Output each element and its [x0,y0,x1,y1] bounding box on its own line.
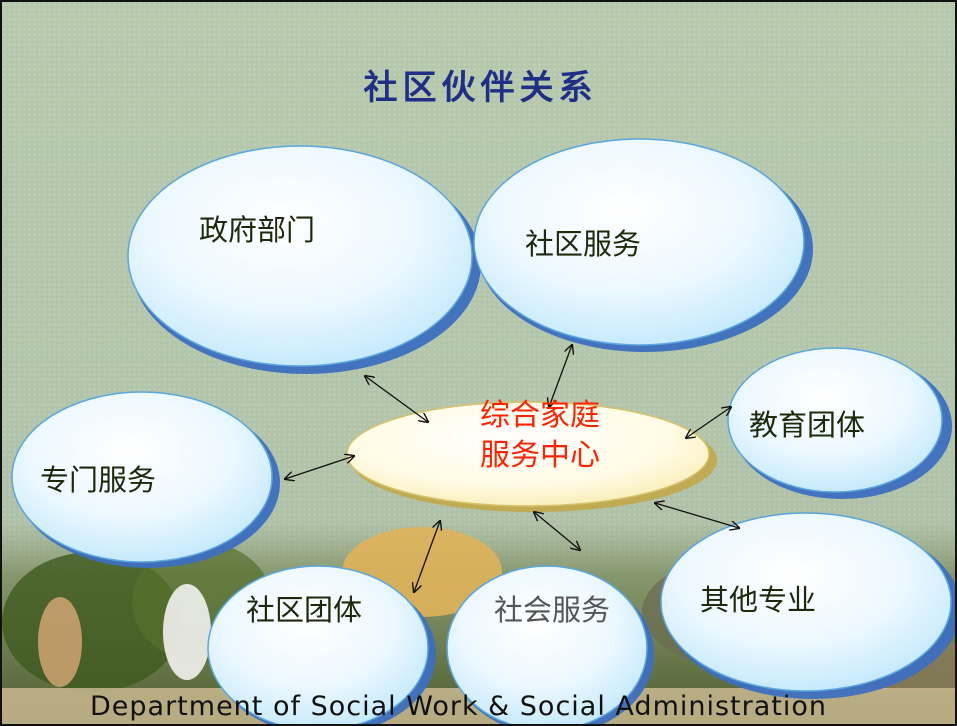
arrow-community-groups [414,521,440,592]
node-community-service: 社区服务 [525,227,642,261]
node-specialist-service: 专门服务 [40,463,157,497]
bubble-community-service [473,138,805,346]
bubble-social-service [446,565,648,724]
bubble-specialist-service [11,391,273,563]
arrow-specialist-service [285,456,354,479]
arrow-community-service [549,345,572,407]
slide-title: 社区伙伴关系 [363,68,598,108]
arrow-social-service [534,512,580,550]
footer-department: Department of Social Work & Social Admin… [90,691,827,722]
bubble-other-professional [660,512,952,692]
node-social-service: 社会服务 [494,593,611,627]
arrow-government [365,376,428,422]
center-node-label: 综合家庭服务中心 [480,398,600,473]
arrow-education [686,407,731,438]
node-education: 教育团体 [749,408,866,442]
bubble-government [127,145,473,367]
node-community-groups: 社区团体 [246,593,363,627]
bubble-community-groups [207,565,429,724]
arrow-other-professional [655,503,739,528]
node-other-professional: 其他专业 [700,583,817,617]
node-government: 政府部门 [199,213,316,247]
